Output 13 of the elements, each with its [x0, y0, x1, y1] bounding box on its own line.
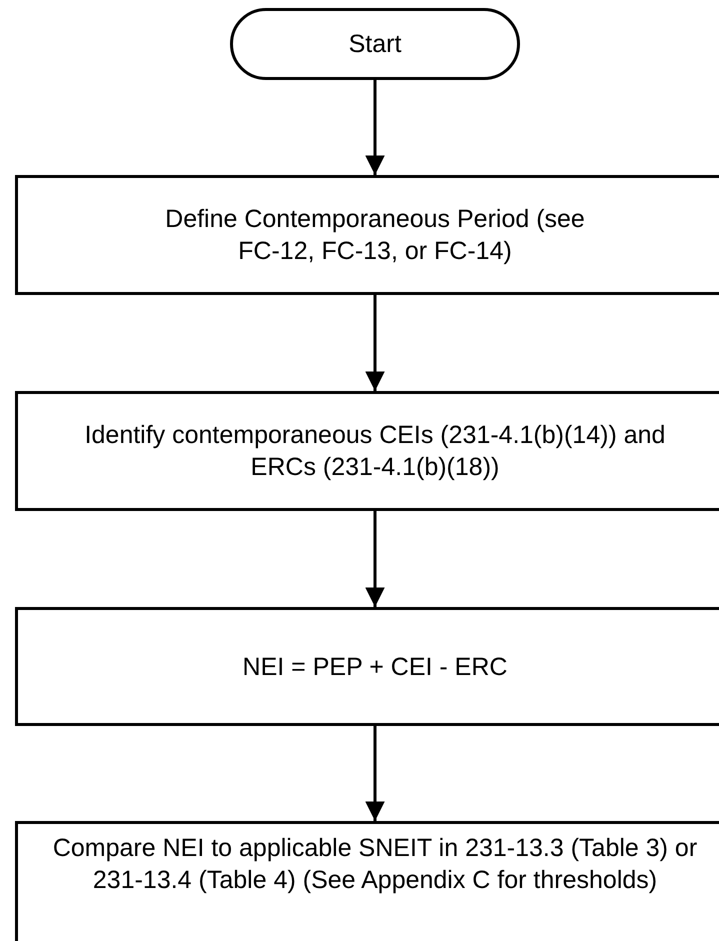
step-text: NEI = PEP + CEI - ERC — [242, 652, 508, 682]
process-box — [15, 821, 719, 941]
process-box — [15, 607, 719, 726]
arrow — [365, 726, 385, 821]
arrow — [365, 511, 385, 607]
arrow — [365, 295, 385, 391]
step-text: Compare NEI to applicable SNEIT in 231-13.3 (Table 3) or 231-13.4 (Table 4) (See Appendix C for thresholds) — [52, 833, 698, 896]
step-text: Define Contemporaneous Period (see FC-12, FC-13, or FC-14) — [165, 204, 585, 267]
process-box — [15, 175, 719, 295]
process-box — [15, 391, 719, 511]
terminal-label: Start — [348, 29, 402, 60]
arrow — [365, 80, 385, 175]
step-text: Identify contemporaneous CEIs (231-4.1(b)(14)) and ERCs (231-4.1(b)(18)) — [84, 420, 666, 483]
